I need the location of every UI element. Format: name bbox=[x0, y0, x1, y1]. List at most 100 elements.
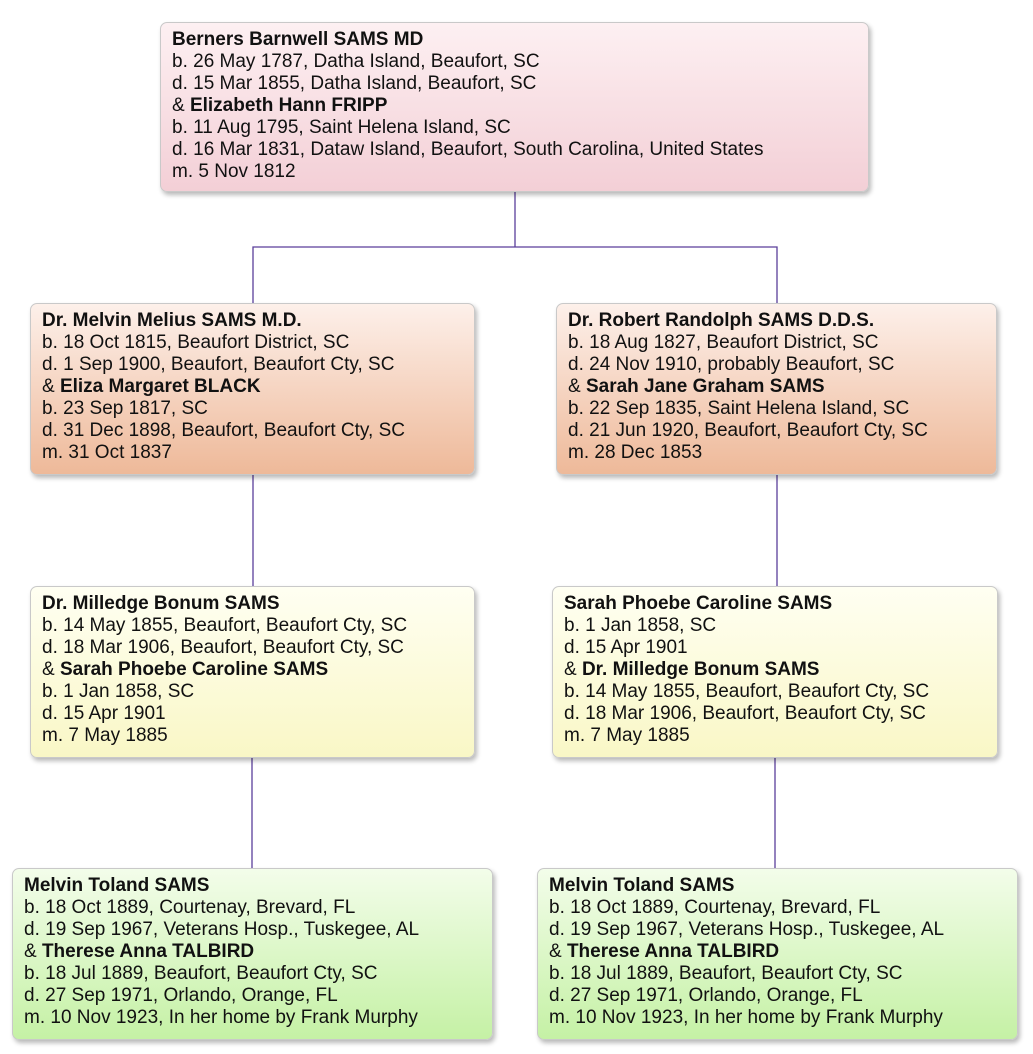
name-text: Elizabeth Hann FRIPP bbox=[189, 95, 388, 116]
spouse-ampersand: & bbox=[172, 95, 190, 116]
person-name-line: Melvin Toland SAMS bbox=[24, 875, 482, 897]
name-text: Therese Anna TALBIRD bbox=[566, 941, 780, 962]
detail-line: m. 28 Dec 1853 bbox=[568, 442, 986, 464]
detail-text: d. 27 Sep 1971, Orlando, Orange, FL bbox=[24, 985, 338, 1006]
detail-line: d. 27 Sep 1971, Orlando, Orange, FL bbox=[549, 985, 1007, 1007]
spouse-ampersand: & bbox=[42, 376, 60, 397]
detail-line: d. 16 Mar 1831, Dataw Island, Beaufort, … bbox=[172, 139, 858, 161]
detail-line: m. 7 May 1885 bbox=[42, 725, 464, 747]
detail-line: d. 24 Nov 1910, probably Beaufort, SC bbox=[568, 354, 986, 376]
person-name-line: Dr. Milledge Bonum SAMS bbox=[42, 593, 464, 615]
detail-text: d. 19 Sep 1967, Veterans Hosp., Tuskegee… bbox=[549, 919, 945, 940]
detail-text: m. 7 May 1885 bbox=[42, 725, 168, 746]
detail-text: b. 23 Sep 1817, SC bbox=[42, 398, 208, 419]
name-text: Dr. Robert Randolph SAMS D.D.S. bbox=[568, 310, 875, 331]
detail-text: m. 10 Nov 1923, In her home by Frank Mur… bbox=[549, 1007, 943, 1028]
name-text: Melvin Toland SAMS bbox=[549, 875, 735, 896]
spouse-ampersand: & bbox=[564, 659, 582, 680]
detail-text: b. 18 Jul 1889, Beaufort, Beaufort Cty, … bbox=[24, 963, 378, 984]
detail-text: m. 31 Oct 1837 bbox=[42, 442, 172, 463]
detail-line: d. 1 Sep 1900, Beaufort, Beaufort Cty, S… bbox=[42, 354, 464, 376]
detail-text: d. 24 Nov 1910, probably Beaufort, SC bbox=[568, 354, 895, 375]
detail-line: b. 18 Jul 1889, Beaufort, Beaufort Cty, … bbox=[24, 963, 482, 985]
detail-line: b. 26 May 1787, Datha Island, Beaufort, … bbox=[172, 51, 858, 73]
detail-line: b. 18 Jul 1889, Beaufort, Beaufort Cty, … bbox=[549, 963, 1007, 985]
family-card-robert-randolph-sams[interactable]: Dr. Robert Randolph SAMS D.D.S.b. 18 Aug… bbox=[556, 303, 997, 475]
detail-text: d. 27 Sep 1971, Orlando, Orange, FL bbox=[549, 985, 863, 1006]
detail-line: b. 11 Aug 1795, Saint Helena Island, SC bbox=[172, 117, 858, 139]
detail-text: b. 18 Oct 1889, Courtenay, Brevard, FL bbox=[549, 897, 881, 918]
connector-lines bbox=[251, 192, 778, 868]
person-name-line: Berners Barnwell SAMS MD bbox=[172, 29, 858, 51]
detail-text: b. 14 May 1855, Beaufort, Beaufort Cty, … bbox=[564, 681, 930, 702]
detail-text: m. 5 Nov 1812 bbox=[172, 161, 296, 182]
detail-line: b. 18 Oct 1815, Beaufort District, SC bbox=[42, 332, 464, 354]
detail-text: m. 10 Nov 1923, In her home by Frank Mur… bbox=[24, 1007, 418, 1028]
detail-line: m. 5 Nov 1812 bbox=[172, 161, 858, 183]
detail-text: b. 18 Jul 1889, Beaufort, Beaufort Cty, … bbox=[549, 963, 903, 984]
detail-line: d. 19 Sep 1967, Veterans Hosp., Tuskegee… bbox=[24, 919, 482, 941]
detail-text: d. 31 Dec 1898, Beaufort, Beaufort Cty, … bbox=[42, 420, 405, 441]
family-card-melvin-melius-sams[interactable]: Dr. Melvin Melius SAMS M.D.b. 18 Oct 181… bbox=[30, 303, 475, 475]
detail-text: d. 18 Mar 1906, Beaufort, Beaufort Cty, … bbox=[564, 703, 926, 724]
detail-line: b. 18 Aug 1827, Beaufort District, SC bbox=[568, 332, 986, 354]
spouse-name-line: & Dr. Milledge Bonum SAMS bbox=[564, 659, 987, 681]
person-name-line: Melvin Toland SAMS bbox=[549, 875, 1007, 897]
detail-text: b. 18 Oct 1889, Courtenay, Brevard, FL bbox=[24, 897, 356, 918]
person-name-line: Dr. Robert Randolph SAMS D.D.S. bbox=[568, 310, 986, 332]
detail-text: b. 1 Jan 1858, SC bbox=[564, 615, 717, 636]
name-text: Sarah Jane Graham SAMS bbox=[585, 376, 825, 397]
detail-text: b. 18 Oct 1815, Beaufort District, SC bbox=[42, 332, 350, 353]
spouse-ampersand: & bbox=[24, 941, 42, 962]
detail-text: b. 1 Jan 1858, SC bbox=[42, 681, 195, 702]
detail-text: d. 16 Mar 1831, Dataw Island, Beaufort, … bbox=[172, 139, 764, 160]
spouse-ampersand: & bbox=[42, 659, 60, 680]
detail-line: d. 15 Apr 1901 bbox=[564, 637, 987, 659]
spouse-name-line: & Sarah Jane Graham SAMS bbox=[568, 376, 986, 398]
detail-text: d. 18 Mar 1906, Beaufort, Beaufort Cty, … bbox=[42, 637, 404, 658]
name-text: Therese Anna TALBIRD bbox=[41, 941, 255, 962]
detail-text: d. 15 Mar 1855, Datha Island, Beaufort, … bbox=[172, 73, 537, 94]
detail-line: b. 18 Oct 1889, Courtenay, Brevard, FL bbox=[24, 897, 482, 919]
connector-children-bar bbox=[252, 246, 778, 303]
detail-text: m. 28 Dec 1853 bbox=[568, 442, 703, 463]
name-text: Berners Barnwell SAMS MD bbox=[172, 29, 424, 50]
detail-line: d. 15 Apr 1901 bbox=[42, 703, 464, 725]
detail-line: d. 18 Mar 1906, Beaufort, Beaufort Cty, … bbox=[42, 637, 464, 659]
detail-line: b. 1 Jan 1858, SC bbox=[42, 681, 464, 703]
detail-line: d. 31 Dec 1898, Beaufort, Beaufort Cty, … bbox=[42, 420, 464, 442]
detail-text: m. 7 May 1885 bbox=[564, 725, 690, 746]
spouse-ampersand: & bbox=[549, 941, 567, 962]
detail-line: m. 10 Nov 1923, In her home by Frank Mur… bbox=[24, 1007, 482, 1029]
detail-text: b. 22 Sep 1835, Saint Helena Island, SC bbox=[568, 398, 910, 419]
detail-line: d. 27 Sep 1971, Orlando, Orange, FL bbox=[24, 985, 482, 1007]
detail-line: d. 19 Sep 1967, Veterans Hosp., Tuskegee… bbox=[549, 919, 1007, 941]
detail-text: d. 15 Apr 1901 bbox=[564, 637, 688, 658]
detail-line: b. 14 May 1855, Beaufort, Beaufort Cty, … bbox=[564, 681, 987, 703]
detail-line: b. 18 Oct 1889, Courtenay, Brevard, FL bbox=[549, 897, 1007, 919]
detail-text: d. 1 Sep 1900, Beaufort, Beaufort Cty, S… bbox=[42, 354, 395, 375]
spouse-ampersand: & bbox=[568, 376, 586, 397]
detail-line: b. 23 Sep 1817, SC bbox=[42, 398, 464, 420]
spouse-name-line: & Eliza Margaret BLACK bbox=[42, 376, 464, 398]
detail-line: m. 10 Nov 1923, In her home by Frank Mur… bbox=[549, 1007, 1007, 1029]
detail-text: d. 15 Apr 1901 bbox=[42, 703, 166, 724]
detail-line: d. 21 Jun 1920, Beaufort, Beaufort Cty, … bbox=[568, 420, 986, 442]
name-text: Dr. Milledge Bonum SAMS bbox=[581, 659, 820, 680]
detail-line: b. 14 May 1855, Beaufort, Beaufort Cty, … bbox=[42, 615, 464, 637]
name-text: Sarah Phoebe Caroline SAMS bbox=[59, 659, 329, 680]
detail-line: b. 22 Sep 1835, Saint Helena Island, SC bbox=[568, 398, 986, 420]
detail-line: d. 15 Mar 1855, Datha Island, Beaufort, … bbox=[172, 73, 858, 95]
spouse-name-line: & Sarah Phoebe Caroline SAMS bbox=[42, 659, 464, 681]
name-text: Dr. Melvin Melius SAMS M.D. bbox=[42, 310, 302, 331]
spouse-name-line: & Therese Anna TALBIRD bbox=[549, 941, 1007, 963]
name-text: Dr. Milledge Bonum SAMS bbox=[42, 593, 280, 614]
detail-text: b. 14 May 1855, Beaufort, Beaufort Cty, … bbox=[42, 615, 408, 636]
detail-line: m. 7 May 1885 bbox=[564, 725, 987, 747]
